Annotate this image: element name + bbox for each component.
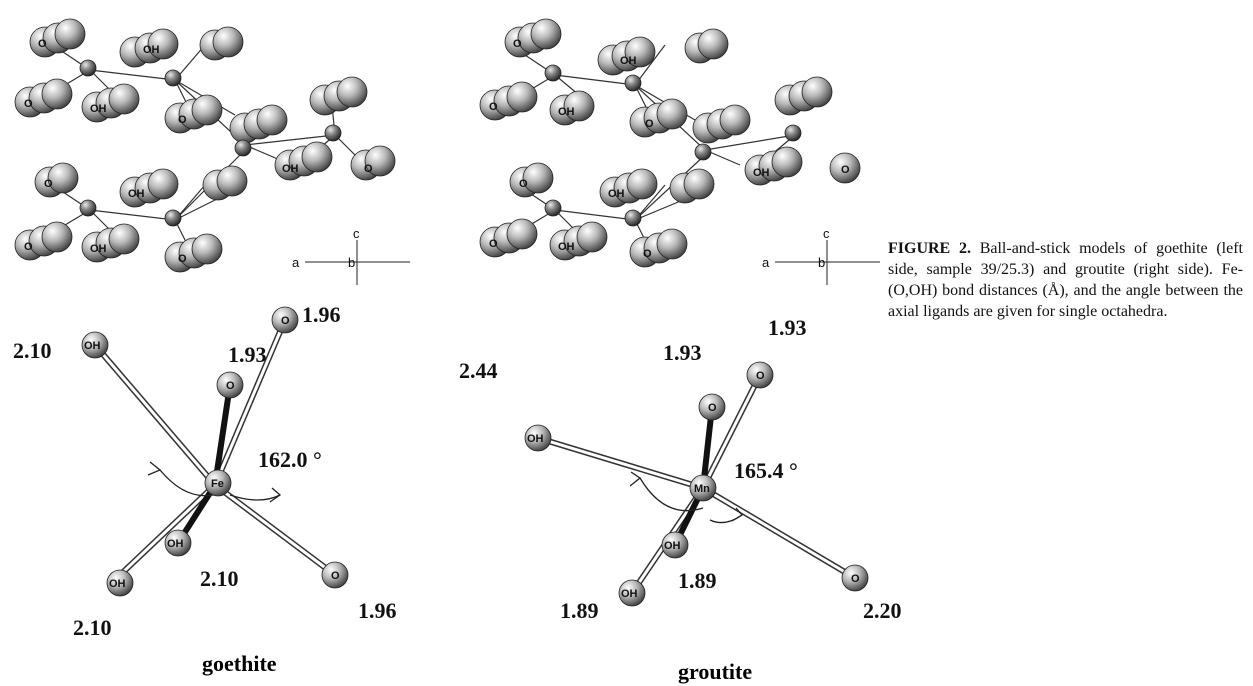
groutite-structure-figure: O OH O OH O OH O O OH O OH O a b c xyxy=(479,18,880,285)
atom-label: O xyxy=(513,38,522,50)
goethite-d-upper: 1.93 xyxy=(228,342,267,367)
goethite-octahedron: OH O O Fe OH OH O 1.96 1.93 2.10 162.0 °… xyxy=(13,302,397,676)
atom-label: OH xyxy=(143,44,160,56)
goethite-d-lower-inner: 2.10 xyxy=(200,566,239,591)
atom-label: OH xyxy=(84,340,101,352)
axis-c-label: c xyxy=(353,226,360,241)
atom-label: O xyxy=(178,253,187,265)
atom-label: O xyxy=(364,163,373,175)
groutite-d-lower-inner: 1.89 xyxy=(678,568,717,593)
atom-label: O xyxy=(841,164,850,176)
atom-label: a xyxy=(762,255,770,270)
atom-label: OH xyxy=(282,163,299,175)
goethite-angle: 162.0 ° xyxy=(258,447,322,472)
structure-atom-labels: O OH O OH O OH O O OH O OH O xyxy=(24,38,373,265)
groutite-d-right: 2.20 xyxy=(863,598,902,623)
groutite-d-top: 1.93 xyxy=(768,315,807,340)
atom-label: OH xyxy=(558,241,575,253)
atom-label: OH xyxy=(620,55,637,67)
atom-label: O xyxy=(331,570,340,582)
groutite-d-lower-outer: 1.89 xyxy=(560,598,599,623)
atom-label: OH xyxy=(621,588,638,600)
atom-label: O xyxy=(178,114,187,126)
axis-a-label: a xyxy=(292,255,300,270)
atom-label: O xyxy=(851,573,860,585)
atom-label: O xyxy=(24,241,33,253)
atom-label: OH xyxy=(109,578,126,590)
goethite-d-right: 1.96 xyxy=(358,598,397,623)
goethite-d-lower-outer: 2.10 xyxy=(73,615,112,640)
atom-label: O xyxy=(489,101,498,113)
atom-label: O xyxy=(489,238,498,250)
axis-b-label: b xyxy=(348,255,355,270)
groutite-d-left: 2.44 xyxy=(459,358,498,383)
atom-label: OH xyxy=(664,540,681,552)
atom-label: c xyxy=(823,226,830,241)
axis-triad xyxy=(305,240,410,285)
atom-label: OH xyxy=(753,167,770,179)
goethite-d-left: 2.10 xyxy=(13,338,52,363)
goethite-name: goethite xyxy=(202,651,277,676)
atom-label: OH xyxy=(167,538,184,550)
atom-label: b xyxy=(818,255,825,270)
atom-label: O xyxy=(519,178,528,190)
atom-label: OH xyxy=(90,243,107,255)
atom-label: OH xyxy=(128,188,145,200)
atom-label: O xyxy=(281,315,290,327)
atom-label: O xyxy=(756,370,765,382)
caption-text: Ball-and-stick models of goethite (left … xyxy=(888,240,1244,320)
atom-label: OH xyxy=(608,188,625,200)
atom-label: OH xyxy=(558,106,575,118)
atom-label: OH xyxy=(90,103,107,115)
atom-label: O xyxy=(38,38,47,50)
atom-label: O xyxy=(44,178,53,190)
groutite-d-upper: 1.93 xyxy=(663,340,702,365)
atom-label: O xyxy=(226,380,235,392)
groutite-octahedron: OH O O Mn OH OH O 1.93 1.93 2.44 165.4 °… xyxy=(459,315,902,684)
structure-atoms xyxy=(14,18,396,273)
atom-label: O xyxy=(24,98,33,110)
atom-label: O xyxy=(645,118,654,130)
atom-label: Fe xyxy=(211,478,224,490)
figure-caption: FIGURE 2. Ball-and-stick models of goeth… xyxy=(888,238,1243,322)
atom-label: O xyxy=(643,248,652,260)
goethite-d-top: 1.96 xyxy=(302,302,341,327)
groutite-angle: 165.4 ° xyxy=(734,458,798,483)
atom-label: O xyxy=(708,402,717,414)
caption-label: FIGURE 2. xyxy=(888,240,971,257)
atom-label: OH xyxy=(527,433,544,445)
atom-label: Mn xyxy=(694,483,710,495)
goethite-structure-figure: O OH O OH O OH O O OH O OH O a b c xyxy=(14,18,410,285)
groutite-name: groutite xyxy=(678,659,752,684)
